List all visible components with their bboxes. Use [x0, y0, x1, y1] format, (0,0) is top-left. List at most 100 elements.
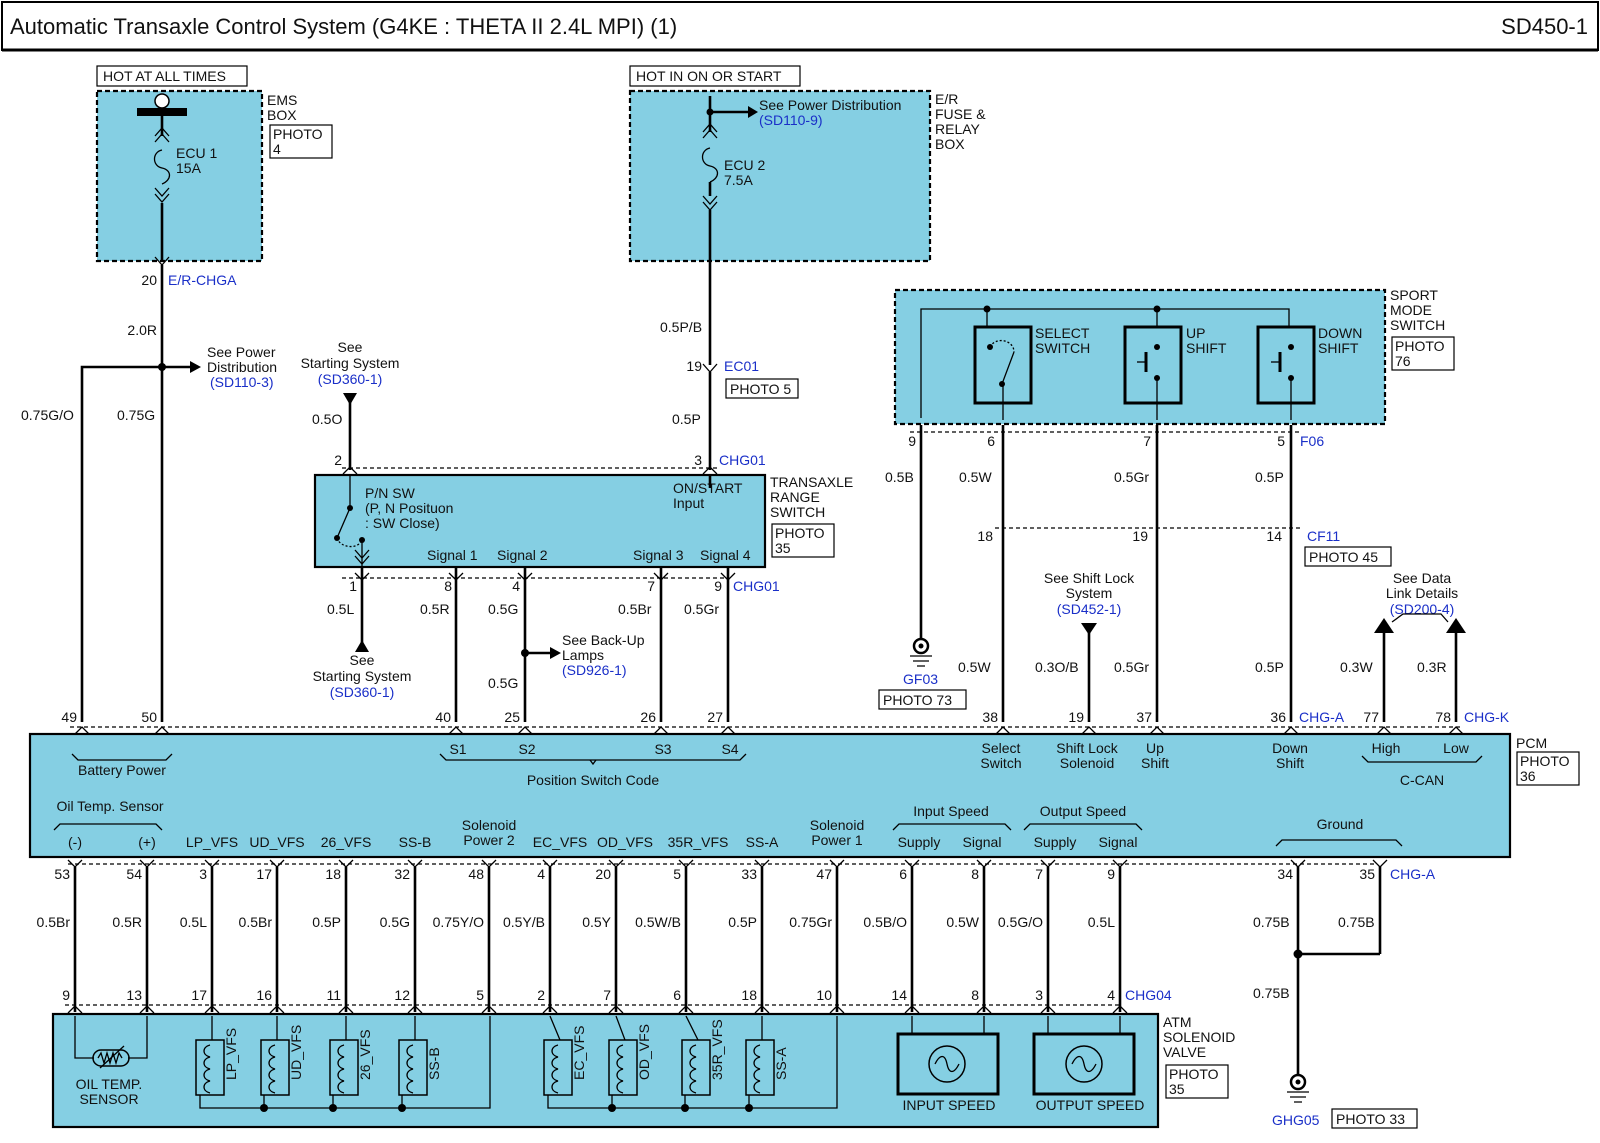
power-dist-top-ref: See Power Distribution (SD110-9): [759, 97, 901, 128]
pn-switch-label: P/N SW (P, N Posituon : SW Close): [365, 485, 453, 531]
svg-text:BOX: BOX: [267, 107, 297, 123]
svg-text:Power 2: Power 2: [463, 832, 515, 848]
svg-text:(SD200-4): (SD200-4): [1390, 601, 1455, 617]
svg-text:Switch: Switch: [980, 755, 1021, 771]
conn-chg04: CHG04: [1125, 987, 1172, 1003]
svg-text:See: See: [350, 652, 375, 668]
pcm-bot-pin: 3: [199, 866, 207, 882]
pcm-up-shift: Up Shift: [1141, 740, 1169, 771]
svg-text:(SD360-1): (SD360-1): [330, 684, 395, 700]
svg-text:SS-B: SS-B: [399, 834, 432, 850]
conn-ghg05: GHG05: [1272, 1112, 1320, 1128]
pcm-bot-pin: 35: [1359, 866, 1375, 882]
pcm-shift-lock: Shift Lock Solenoid: [1056, 740, 1118, 771]
pcm-top-pin: 26: [640, 709, 656, 725]
output-speed-label: Output Speed: [1040, 803, 1126, 819]
ccan-label: C-CAN: [1400, 772, 1444, 788]
svg-text:Starting System: Starting System: [313, 668, 412, 684]
svg-text:P/N SW: P/N SW: [365, 485, 416, 501]
pcm-top-pin: 40: [435, 709, 451, 725]
photo73-label: PHOTO 73: [883, 692, 952, 708]
up-shift-label: UP SHIFT: [1186, 325, 1227, 356]
atm-pin: 2: [537, 987, 545, 1003]
wire-label-05p-b: 0.5P: [1255, 659, 1284, 675]
atm-photo: PHOTO 35: [1169, 1066, 1219, 1097]
harness-wire-label: 0.5R: [112, 914, 142, 930]
harness-wire-label: 0.5G: [380, 914, 410, 930]
pcm-bot-pin: 8: [971, 866, 979, 882]
svg-text:Down: Down: [1272, 740, 1308, 756]
conn-chg01-a: CHG01: [719, 452, 766, 468]
output-signal: Signal: [1099, 834, 1138, 850]
pcm-down-shift: Down Shift: [1272, 740, 1308, 771]
svg-text:See Data: See Data: [1393, 570, 1452, 586]
svg-text:26_VFS: 26_VFS: [321, 834, 372, 850]
wire-label-03w: 0.3W: [1340, 659, 1373, 675]
svg-text:(SD926-1): (SD926-1): [562, 662, 627, 678]
pcm-bot-pin: 34: [1277, 866, 1293, 882]
atm-pin: 14: [891, 987, 907, 1003]
down-shift-label: DOWN SHIFT: [1318, 325, 1362, 356]
ground-label: Ground: [1317, 816, 1364, 832]
harness-wire-label: 0.5P: [728, 914, 757, 930]
svg-text:(SD110-9): (SD110-9): [759, 112, 823, 128]
svg-text:FUSE &: FUSE &: [935, 106, 986, 122]
svg-text:See: See: [338, 339, 363, 355]
wire-label-05w-b: 0.5W: [958, 659, 991, 675]
fuse-ecu2-icon: [701, 147, 719, 183]
up-shift-switch-icon: [1123, 325, 1183, 405]
svg-text:UD_VFS: UD_VFS: [249, 834, 304, 850]
starting-system-bot-ref: See Starting System (SD360-1): [313, 652, 412, 700]
conn-er-chga: E/R-CHGA: [168, 272, 237, 288]
position-s-labels: S1 S2 S3 S4: [449, 741, 738, 757]
svg-text:See Shift Lock: See Shift Lock: [1044, 570, 1135, 586]
pcm-bot-pin: 54: [126, 866, 142, 882]
svg-text:ECU 2: ECU 2: [724, 157, 765, 173]
conn-chg-a-b: CHG-A: [1390, 866, 1436, 882]
harness-wire-label: 0.5L: [1088, 914, 1115, 930]
conn-gf03: GF03: [903, 671, 938, 687]
svg-text:PHOTO: PHOTO: [273, 126, 323, 142]
ccan-low: Low: [1443, 740, 1470, 756]
atm-pin: 3: [1035, 987, 1043, 1003]
solenoid-coil-icon: [329, 1039, 359, 1096]
svg-text:PHOTO: PHOTO: [1520, 753, 1570, 769]
svg-text:Signal 1: Signal 1: [427, 547, 478, 563]
harness-wire-label: 0.5B/O: [863, 914, 907, 930]
svg-text:SWITCH: SWITCH: [770, 504, 825, 520]
pcm-bot-pin: 47: [816, 866, 832, 882]
svg-text:(P, N Posituon: (P, N Posituon: [365, 500, 453, 516]
wire-label-05gr2: 0.5Gr: [1114, 469, 1149, 485]
svg-text:S4: S4: [721, 741, 738, 757]
atm-pin: 13: [126, 987, 142, 1003]
sport-mode-name: SPORT MODE SWITCH: [1390, 287, 1445, 333]
pcm-top-pin: 27: [707, 709, 723, 725]
harness-wire-label: 0.5G/O: [998, 914, 1043, 930]
wire-label-05o: 0.5O: [312, 411, 342, 427]
oil-plus: (+): [138, 834, 156, 850]
pin-20: 20: [141, 272, 157, 288]
transaxle-range-switch: [313, 473, 767, 569]
pin-9-chg01: 9: [714, 578, 722, 594]
ems-box: [95, 89, 264, 263]
oil-temp-thermistor-icon: [92, 1049, 130, 1067]
wire-label-05p-top: 0.5P: [672, 411, 701, 427]
input-speed-sensor-icon: [896, 1032, 1000, 1096]
pcm-bot-pin: 20: [595, 866, 611, 882]
backup-lamps-ref: See Back-Up Lamps (SD926-1): [562, 632, 645, 678]
svg-text:7.5A: 7.5A: [724, 172, 753, 188]
wire-label-05gr: 0.5Gr: [684, 601, 719, 617]
wire-label-2-0r: 2.0R: [127, 322, 157, 338]
solenoid-coil-icon: [608, 1039, 638, 1096]
pcm-top-pin: 49: [61, 709, 77, 725]
wire-label-03r: 0.3R: [1417, 659, 1447, 675]
atm-pin: 8: [971, 987, 979, 1003]
wire-label-03ob: 0.3O/B: [1035, 659, 1079, 675]
coil-label: OD_VFS: [636, 1024, 652, 1080]
svg-text:OD_VFS: OD_VFS: [597, 834, 653, 850]
svg-text:SELECT: SELECT: [1035, 325, 1090, 341]
pcm-bot-pin: 18: [325, 866, 341, 882]
position-switch-code-label: Position Switch Code: [527, 772, 660, 788]
pin-19-ec01: 19: [686, 358, 702, 374]
